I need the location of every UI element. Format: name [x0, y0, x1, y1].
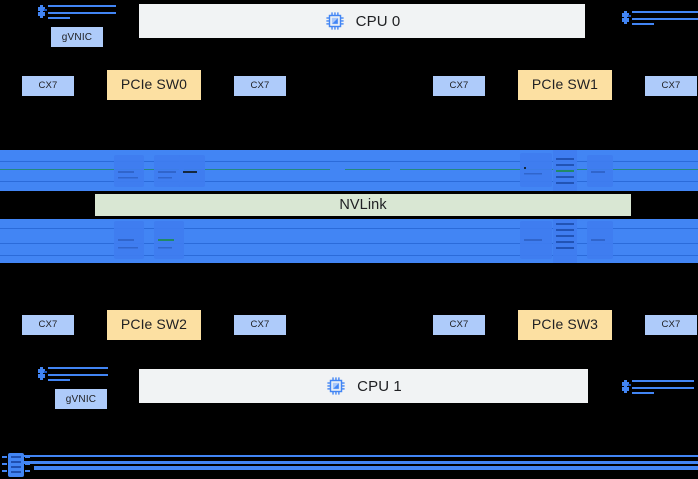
- cpu0-label: CPU 0: [355, 12, 401, 30]
- network-switch-icon: [2, 453, 30, 477]
- nic-icon: [622, 11, 631, 24]
- nic-top-right: [622, 10, 644, 31]
- nic-wire-top-left-b: [48, 12, 116, 14]
- network-line-top: [22, 455, 698, 457]
- gpu-icon: [553, 219, 577, 263]
- gvnic-label-top-left[interactable]: gVNIC: [51, 27, 103, 47]
- nic-wire-bottom-right-c: [632, 392, 654, 394]
- nic-wire-top-right-b: [632, 18, 698, 20]
- gpu-band-top: [0, 150, 698, 191]
- cx7-0[interactable]: CX7: [22, 76, 74, 96]
- nic-wire-bottom-left-c: [48, 379, 70, 381]
- cx7-7[interactable]: CX7: [645, 315, 697, 335]
- nic-wire-bottom-right-a: [632, 380, 694, 382]
- cx7-6[interactable]: CX7: [433, 315, 485, 335]
- nic-icon: [622, 380, 631, 393]
- gpu-icon: [587, 155, 613, 187]
- nic-bottom-right: [622, 379, 644, 400]
- nic-wire-top-left-a: [48, 5, 116, 7]
- gpu-icon: [520, 153, 552, 187]
- pcie-sw2[interactable]: PCIe SW2: [107, 310, 201, 340]
- cpu-chip-icon: [327, 377, 345, 395]
- nic-wire-bottom-left-a: [48, 367, 108, 369]
- cpu-chip-icon: [326, 12, 344, 30]
- nic-wire-bottom-left-b: [48, 374, 108, 376]
- gpu-icon: [553, 150, 577, 191]
- gpu-icon: [179, 155, 205, 187]
- nic-icon: [38, 367, 47, 380]
- gpu-icon: [154, 155, 184, 187]
- network-line-mid: [22, 461, 698, 464]
- cpu1-bar[interactable]: CPU 1: [139, 369, 588, 403]
- network-line-bottom: [34, 466, 698, 470]
- nic-wire-bottom-right-b: [632, 387, 694, 389]
- nic-wire-top-right-a: [632, 11, 698, 13]
- gvnic-label-bottom-left[interactable]: gVNIC: [55, 389, 107, 409]
- gpu-icon: [520, 221, 552, 259]
- cpu0-bar[interactable]: CPU 0: [139, 4, 585, 38]
- pcie-sw3[interactable]: PCIe SW3: [518, 310, 612, 340]
- cpu1-label: CPU 1: [357, 377, 402, 395]
- gpu-icon: [114, 221, 144, 259]
- nvlink-bar[interactable]: NVLink: [94, 193, 632, 217]
- gpu-icon: [114, 155, 144, 187]
- nic-wire-top-left-c: [48, 17, 70, 19]
- gpu-icon: [154, 221, 184, 259]
- gpu-icon: [587, 221, 613, 259]
- gpu-band-bottom: [0, 219, 698, 263]
- cx7-1[interactable]: CX7: [234, 76, 286, 96]
- pcie-sw1[interactable]: PCIe SW1: [518, 70, 612, 100]
- cx7-4[interactable]: CX7: [22, 315, 74, 335]
- nic-bottom-left: [38, 366, 60, 387]
- cx7-5[interactable]: CX7: [234, 315, 286, 335]
- nic-wire-top-right-c: [632, 23, 654, 25]
- nic-icon: [38, 5, 47, 18]
- nic-top-left: [38, 4, 60, 25]
- pcie-sw0[interactable]: PCIe SW0: [107, 70, 201, 100]
- cx7-2[interactable]: CX7: [433, 76, 485, 96]
- cx7-3[interactable]: CX7: [645, 76, 697, 96]
